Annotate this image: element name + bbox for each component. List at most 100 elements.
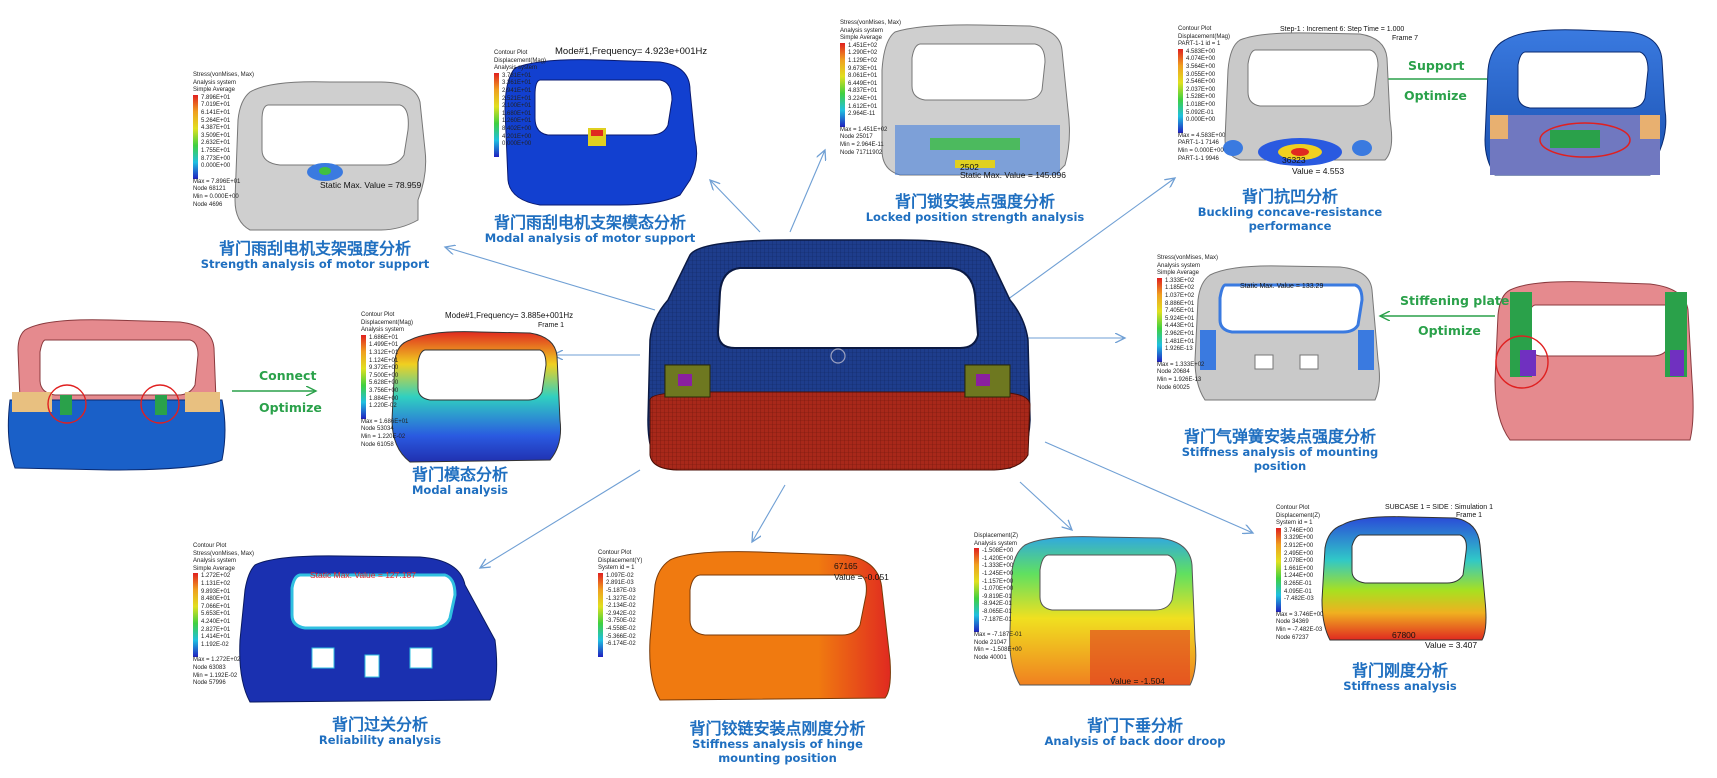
legend-value: 2.546E+00 bbox=[1186, 79, 1216, 86]
legend-value: 8.061E+01 bbox=[848, 73, 878, 80]
legend-color-bar bbox=[193, 94, 198, 179]
legend-value: Node 57996 bbox=[193, 680, 226, 687]
legend-value: 7.500E+00 bbox=[369, 372, 399, 379]
legend-value: 2.962E+01 bbox=[1165, 330, 1195, 337]
hinge-figure bbox=[649, 551, 891, 701]
caption-motor-strength: 背门雨刮电机支架强度分析 Strength analysis of motor … bbox=[195, 239, 435, 272]
legend-title-line: Stress(vonMises, Max) bbox=[840, 20, 902, 26]
legend-value: 1.220E-02 bbox=[369, 403, 397, 410]
legend-value: 2.891E-03 bbox=[606, 580, 634, 587]
legend-value: Node 40001 bbox=[974, 654, 1007, 661]
legend-value: 5.653E+01 bbox=[201, 611, 231, 618]
stiffness-figure bbox=[1321, 516, 1487, 641]
legend-value: -5.366E-02 bbox=[606, 633, 636, 640]
legend-value: 3.756E+00 bbox=[369, 387, 399, 394]
legend-value: 5.092E-01 bbox=[1186, 109, 1214, 116]
legend-value: Max = 1.333E+02 bbox=[1157, 361, 1205, 368]
legend-value: 4.201E+00 bbox=[502, 133, 532, 140]
value-label: Value = 4.553 bbox=[1292, 166, 1345, 176]
legend-value: Max = 3.746E+00 bbox=[1276, 611, 1324, 618]
legend-value: 1.312E+01 bbox=[369, 349, 399, 356]
legend-value: 1.244E+00 bbox=[1284, 573, 1314, 580]
arrow-to-droop bbox=[1019, 481, 1072, 530]
legend-value: Min = 1.192E-02 bbox=[193, 672, 238, 679]
legend-value: -1.508E+00 bbox=[982, 548, 1014, 555]
legend-value: Max = 1.451E+02 bbox=[840, 126, 888, 133]
legend-value: Min = -7.482E-03 bbox=[1276, 626, 1323, 633]
legend-values: -1.508E+00-1.420E+00-1.333E+00-1.245E+00… bbox=[982, 548, 1013, 632]
legend-title-line: PART-1-1 id = 1 bbox=[1178, 41, 1221, 48]
legend-color-bar bbox=[494, 72, 499, 157]
legend-value: 8.773E+00 bbox=[201, 155, 231, 162]
legend-value: 8.265E-01 bbox=[1284, 580, 1312, 587]
legend-value: Min = 1.926E-13 bbox=[1157, 376, 1202, 383]
buckling-legend: Contour Plot Displacement(Mag) PART-1-1 … bbox=[1178, 26, 1230, 163]
caption-en: Strength analysis of motor support bbox=[200, 257, 430, 272]
arrow-to-lock-strength bbox=[789, 150, 825, 233]
legend-value: Node 61058 bbox=[361, 441, 394, 448]
legend-value: 0.000E+00 bbox=[201, 163, 231, 170]
legend-value: -1.420E+00 bbox=[982, 555, 1014, 562]
arrow-to-buckling bbox=[999, 178, 1175, 306]
max-value-annotation: Static Max. Value = 127.187 bbox=[310, 570, 416, 580]
legend-value: -8.065E-01 bbox=[982, 608, 1012, 615]
max-value-annotation: Static Max. Value = 145.096 bbox=[960, 170, 1066, 180]
legend-value: -1.327E-02 bbox=[606, 595, 636, 602]
legend-title-line: Displacement(Mag) bbox=[1178, 33, 1231, 40]
caption-en: Stiffness analysis of mounting position bbox=[1181, 445, 1379, 473]
node-label: 67165 bbox=[834, 561, 858, 571]
caption-cn: 背门气弹簧安装点强度分析 bbox=[1183, 427, 1376, 446]
legend-value: 3.746E+00 bbox=[1284, 527, 1314, 534]
legend-title-line: Contour Plot bbox=[1178, 26, 1212, 32]
modal-figure bbox=[391, 331, 561, 463]
legend-color-bar bbox=[598, 572, 603, 657]
legend-value: 9.673E+01 bbox=[848, 65, 878, 72]
legend-title-line: Contour Plot bbox=[1276, 505, 1310, 511]
legend-value: 1.481E+01 bbox=[1165, 338, 1195, 345]
legend-value: -3.750E-02 bbox=[606, 618, 636, 625]
caption-stiffness: 背门刚度分析 Stiffness analysis bbox=[1320, 661, 1480, 694]
legend-value: 3.781E+01 bbox=[502, 72, 532, 79]
arrow-to-hinge bbox=[752, 484, 786, 542]
legend-value: Node 21047 bbox=[974, 639, 1007, 646]
legend-title-line: Displacement(Z) bbox=[974, 533, 1019, 539]
legend-title-line: Analysis system bbox=[840, 27, 884, 34]
legend-color-bar bbox=[1157, 277, 1162, 362]
legend-value: 5.924E+01 bbox=[1165, 315, 1195, 322]
legend-value: 1.926E-13 bbox=[1165, 346, 1193, 353]
legend-value: Min = -1.508E+00 bbox=[974, 647, 1022, 654]
legend-value: 9.893E+01 bbox=[201, 588, 231, 595]
legend-value: 1.680E+01 bbox=[502, 110, 532, 117]
legend-color-bar bbox=[1178, 48, 1183, 133]
max-value-annotation: Static Max. Value = 78.959 bbox=[320, 180, 422, 190]
legend-color-bar bbox=[840, 42, 845, 127]
legend-value: Node 67237 bbox=[1276, 634, 1309, 641]
legend-title-line: Displacement(Mag) bbox=[361, 319, 414, 326]
legend-color-bar bbox=[1276, 527, 1281, 612]
arrow-to-motor-strength bbox=[445, 247, 656, 311]
legend-value: 7.896E+01 bbox=[201, 94, 231, 101]
legend-value: 2.912E+00 bbox=[1284, 542, 1314, 549]
legend-title-line: Simple Average bbox=[840, 35, 882, 42]
legend-title-line: Contour Plot bbox=[361, 312, 395, 318]
legend-title-line: System id = 1 bbox=[598, 565, 635, 572]
legend-color-bar bbox=[193, 573, 198, 658]
caption-modal: 背门模态分析 Modal analysis bbox=[380, 465, 540, 498]
legend-title: Stress(vonMises, Max) Analysis system Si… bbox=[193, 72, 254, 95]
legend-value: 1.755E+01 bbox=[201, 147, 231, 154]
caption-en: Buckling concave-resistance performance bbox=[1197, 205, 1383, 233]
buckling-figure bbox=[1223, 32, 1393, 166]
legend-title-line: Analysis system bbox=[1157, 262, 1201, 269]
frame-label: Frame 1 bbox=[1456, 512, 1483, 519]
legend-value: Node 4696 bbox=[193, 201, 223, 208]
legend-value: -1.333E+00 bbox=[982, 563, 1014, 570]
legend-value: 2.964E-11 bbox=[848, 111, 876, 118]
